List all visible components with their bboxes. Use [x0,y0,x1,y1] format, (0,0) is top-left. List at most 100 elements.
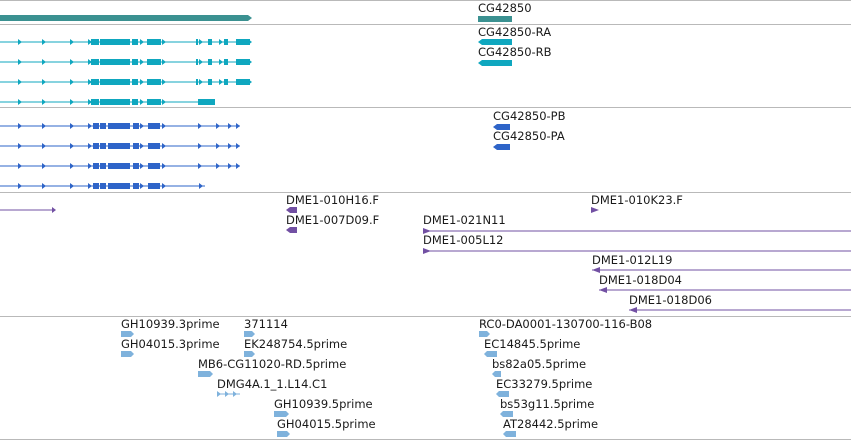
transcript-exon-marker[interactable] [162,39,166,45]
transcript-exon[interactable] [147,79,161,85]
transcript-exon-marker[interactable] [140,59,144,65]
transcript-exon[interactable] [100,99,108,105]
feature-label-est[interactable]: bs53g11.5prime [500,397,595,411]
protein-exon[interactable] [133,123,139,129]
transcript-exon[interactable] [196,59,198,65]
transcript-exon-marker[interactable] [199,39,203,45]
protein-glyph[interactable] [493,144,510,150]
clone-glyph[interactable] [423,248,431,254]
transcript-exon-marker[interactable] [70,39,74,45]
transcript-exon[interactable] [236,59,250,65]
feature-label-est[interactable]: EC33279.5prime [496,377,593,391]
protein-exon[interactable] [148,183,160,189]
protein-exon[interactable] [108,143,130,149]
est-glyph[interactable] [244,331,255,337]
transcript-exon[interactable] [91,99,99,105]
transcript-exon[interactable] [100,59,108,65]
transcript-exon-marker[interactable] [88,79,92,85]
protein-exon[interactable] [148,163,160,169]
transcript-exon-marker[interactable] [219,39,223,45]
transcript-glyph[interactable] [478,60,512,66]
protein-exon-marker[interactable] [18,143,22,149]
feature-label-est[interactable]: EC14845.5prime [484,337,581,351]
transcript-exon[interactable] [196,79,198,85]
transcript-glyph[interactable] [478,39,512,45]
protein-exon[interactable] [108,163,130,169]
est-glyph[interactable] [233,391,237,397]
est-glyph[interactable] [244,351,255,357]
transcript-exon[interactable] [108,79,130,85]
feature-label-est[interactable]: GH04015.5prime [277,417,376,431]
feature-label-est[interactable]: MB6-CG11020-RD.5prime [198,357,347,371]
gene-glyph[interactable] [478,16,512,22]
feature-label-clone[interactable]: DME1-005L12 [423,233,504,247]
transcript-exon[interactable] [91,79,99,85]
clone-glyph[interactable] [286,207,297,213]
protein-exon-marker[interactable] [42,163,46,169]
transcript-exon[interactable] [100,79,108,85]
transcript-exon[interactable] [198,99,215,105]
est-glyph[interactable] [496,391,509,397]
protein-exon-marker[interactable] [88,163,92,169]
transcript-exon-marker[interactable] [248,39,252,45]
transcript-exon-marker[interactable] [162,99,166,105]
feature-label-est[interactable]: AT28442.5prime [503,417,599,431]
feature-label-est[interactable]: 371114 [244,317,288,331]
protein-exon-marker[interactable] [216,163,220,169]
protein-exon[interactable] [133,163,139,169]
protein-exon-marker[interactable] [162,143,166,149]
transcript-exon-marker[interactable] [199,59,203,65]
protein-exon-marker[interactable] [228,143,232,149]
transcript-exon-marker[interactable] [70,79,74,85]
transcript-exon[interactable] [208,39,212,45]
protein-exon[interactable] [100,123,106,129]
protein-glyph[interactable] [493,124,510,130]
transcript-exon[interactable] [224,39,228,45]
feature-label-est[interactable]: EK248754.5prime [244,337,348,351]
clone-glyph[interactable] [599,287,607,293]
protein-exon[interactable] [148,143,160,149]
transcript-exon[interactable] [132,79,138,85]
feature-label-est[interactable]: RC0-DA0001-130700-116-B08 [479,317,653,331]
protein-exon-marker[interactable] [236,143,240,149]
gene-glyph[interactable] [0,15,252,21]
transcript-exon[interactable] [236,39,250,45]
protein-exon-marker[interactable] [18,123,22,129]
feature-label-clone[interactable]: DME1-018D04 [599,273,682,287]
est-glyph[interactable] [277,431,290,437]
protein-exon-marker[interactable] [236,163,240,169]
protein-exon-marker[interactable] [140,123,144,129]
protein-exon[interactable] [93,183,99,189]
protein-exon[interactable] [100,143,106,149]
transcript-exon-marker[interactable] [42,59,46,65]
protein-exon-marker[interactable] [198,163,202,169]
feature-label-clone[interactable]: DME1-012L19 [592,253,673,267]
protein-exon-marker[interactable] [140,163,144,169]
transcript-exon-marker[interactable] [162,59,166,65]
transcript-exon[interactable] [108,99,130,105]
protein-exon-marker[interactable] [88,123,92,129]
transcript-exon-marker[interactable] [248,79,252,85]
transcript-exon[interactable] [147,39,161,45]
protein-exon-marker[interactable] [70,123,74,129]
transcript-exon[interactable] [91,39,99,45]
feature-label-gene[interactable]: CG42850 [478,1,532,15]
transcript-exon-marker[interactable] [18,99,22,105]
transcript-exon[interactable] [147,99,161,105]
protein-exon-marker[interactable] [140,183,144,189]
transcript-exon-marker[interactable] [18,59,22,65]
transcript-exon[interactable] [132,59,138,65]
protein-exon-marker[interactable] [140,143,144,149]
feature-label-transcript[interactable]: CG42850-RA [478,25,552,39]
protein-exon[interactable] [108,123,130,129]
feature-label-protein[interactable]: CG42850-PA [493,129,565,143]
transcript-exon-marker[interactable] [219,59,223,65]
protein-exon-marker[interactable] [199,183,203,189]
clone-glyph[interactable] [629,307,637,313]
feature-label-clone[interactable]: DME1-010H16.F [286,193,380,207]
protein-exon-marker[interactable] [162,123,166,129]
transcript-exon[interactable] [208,79,212,85]
protein-exon[interactable] [93,163,99,169]
feature-label-clone[interactable]: DME1-021N11 [423,213,506,227]
